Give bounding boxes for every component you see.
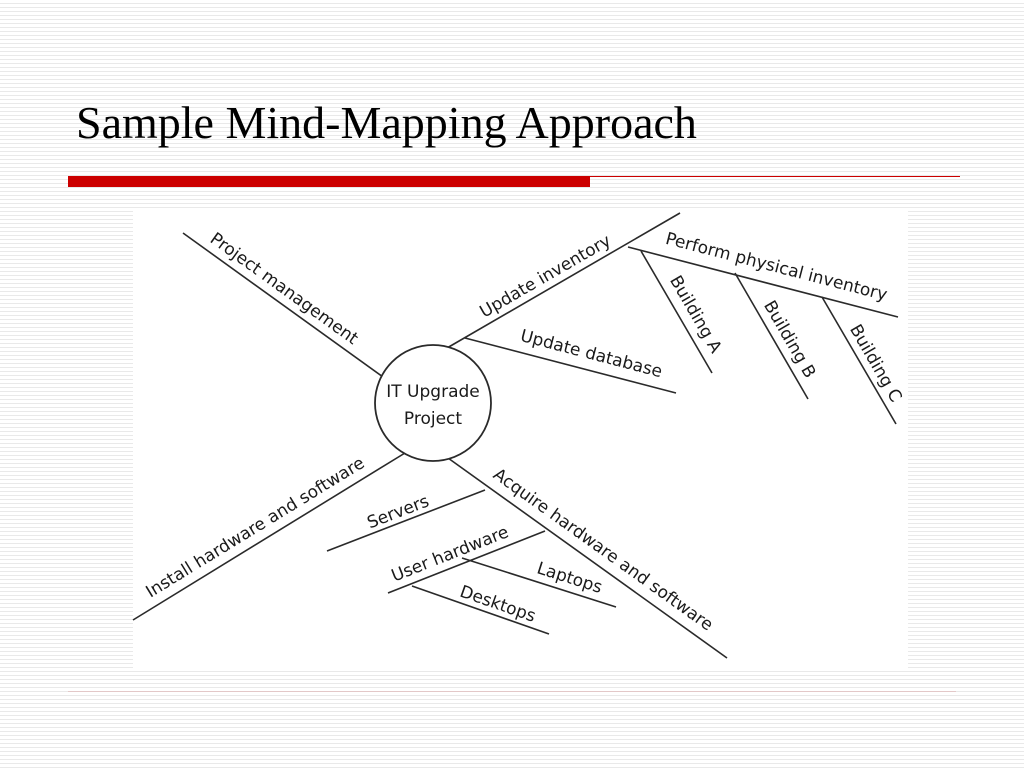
line-acquire-hardware-software	[447, 457, 728, 659]
title-divider-line	[590, 176, 960, 177]
line-building-a	[640, 250, 713, 374]
label-update-database: Update database	[518, 326, 664, 382]
line-building-b	[734, 272, 809, 400]
label-update-inventory: Update inventory	[476, 231, 614, 322]
label-perform-physical-inventory: Perform physical inventory	[663, 229, 889, 305]
label-install-hardware-software: Install hardware and software	[143, 453, 369, 602]
label-project-management: Project management	[206, 229, 362, 349]
line-laptops	[461, 557, 617, 608]
center-node-circle	[374, 344, 492, 462]
footer-divider-line	[68, 691, 956, 692]
line-update-database	[464, 337, 677, 394]
center-node-label-line1: IT Upgrade	[386, 382, 479, 402]
line-perform-physical-inventory	[627, 246, 899, 318]
line-user-hardware	[387, 530, 546, 594]
label-desktops: Desktops	[457, 582, 538, 627]
label-building-b: Building B	[759, 297, 819, 382]
label-servers: Servers	[364, 491, 432, 533]
line-install-hardware-software	[132, 452, 406, 621]
slide-title: Sample Mind-Mapping Approach	[76, 97, 697, 148]
line-update-inventory	[446, 212, 681, 349]
center-node-label-line2: Project	[404, 409, 462, 429]
line-building-c	[821, 296, 897, 425]
label-building-c: Building C	[845, 321, 905, 406]
line-desktops	[411, 585, 550, 635]
title-accent-bar	[68, 176, 590, 187]
line-servers	[326, 489, 486, 552]
line-project-management	[182, 232, 384, 378]
label-user-hardware: User hardware	[389, 522, 512, 586]
